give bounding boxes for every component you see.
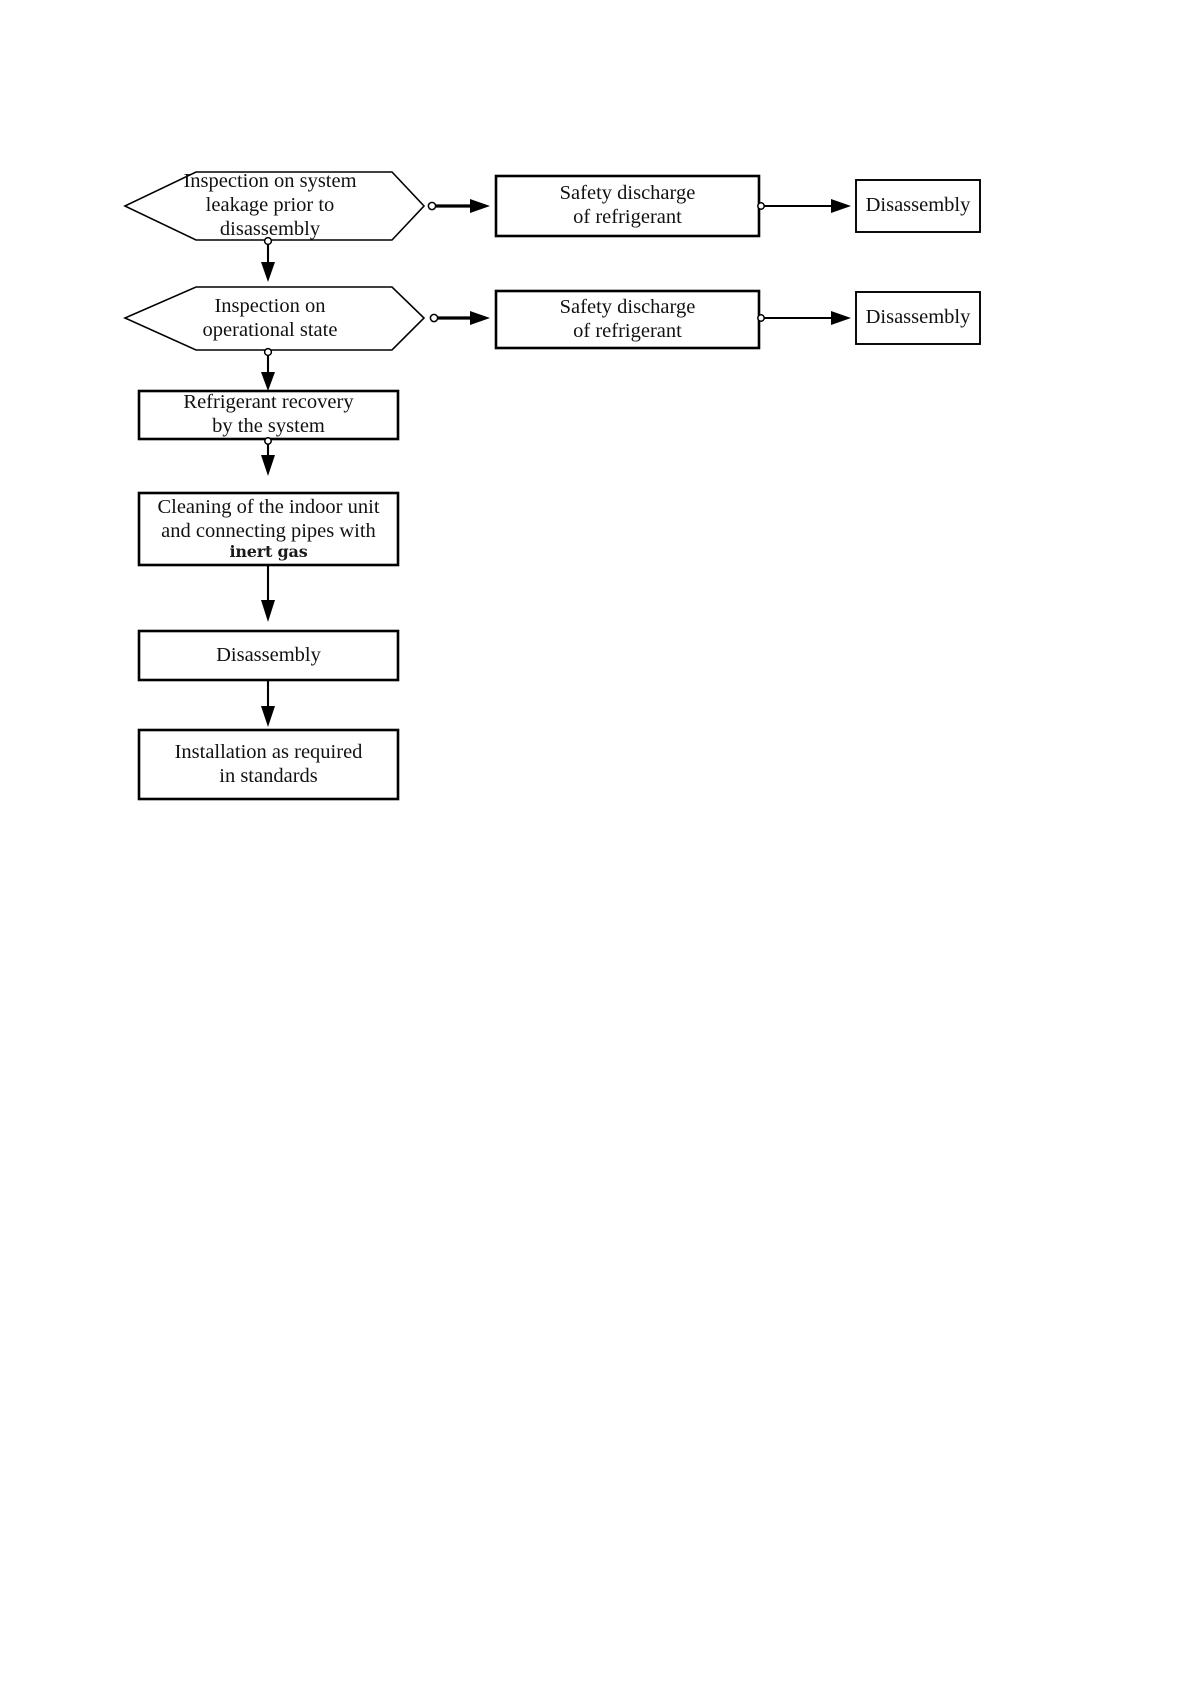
node-safety-discharge-1[interactable] <box>494 174 761 238</box>
node-inspection-leakage[interactable] <box>123 171 426 241</box>
connector-origin-dot <box>429 313 439 323</box>
connector-origin-dot <box>757 202 765 210</box>
arrowhead-right <box>831 311 851 325</box>
arrowhead-down <box>261 262 275 282</box>
node-inspection-operational[interactable] <box>123 286 426 351</box>
connector-origin-dot <box>264 437 272 445</box>
arrowhead-right <box>831 199 851 213</box>
node-refrigerant-recovery[interactable] <box>137 389 400 441</box>
node-disassembly-main[interactable] <box>137 629 400 682</box>
arrowhead-right <box>470 199 490 213</box>
arrowhead-right <box>470 311 490 325</box>
node-disassembly-right-2[interactable] <box>855 291 981 345</box>
node-installation-standards[interactable] <box>137 728 400 801</box>
connector-origin-dot <box>427 201 437 211</box>
arrowhead-down <box>261 600 275 622</box>
node-disassembly-right-1[interactable] <box>855 179 981 233</box>
connector-origin-dot <box>757 314 765 322</box>
connector-origin-dot <box>263 236 273 246</box>
arrowhead-down <box>261 372 275 391</box>
arrowhead-down <box>261 455 275 476</box>
arrowhead-down <box>261 706 275 727</box>
connector-origin-dot <box>263 347 273 357</box>
node-cleaning-indoor-unit[interactable] <box>137 491 400 567</box>
node-safety-discharge-2[interactable] <box>494 289 761 350</box>
